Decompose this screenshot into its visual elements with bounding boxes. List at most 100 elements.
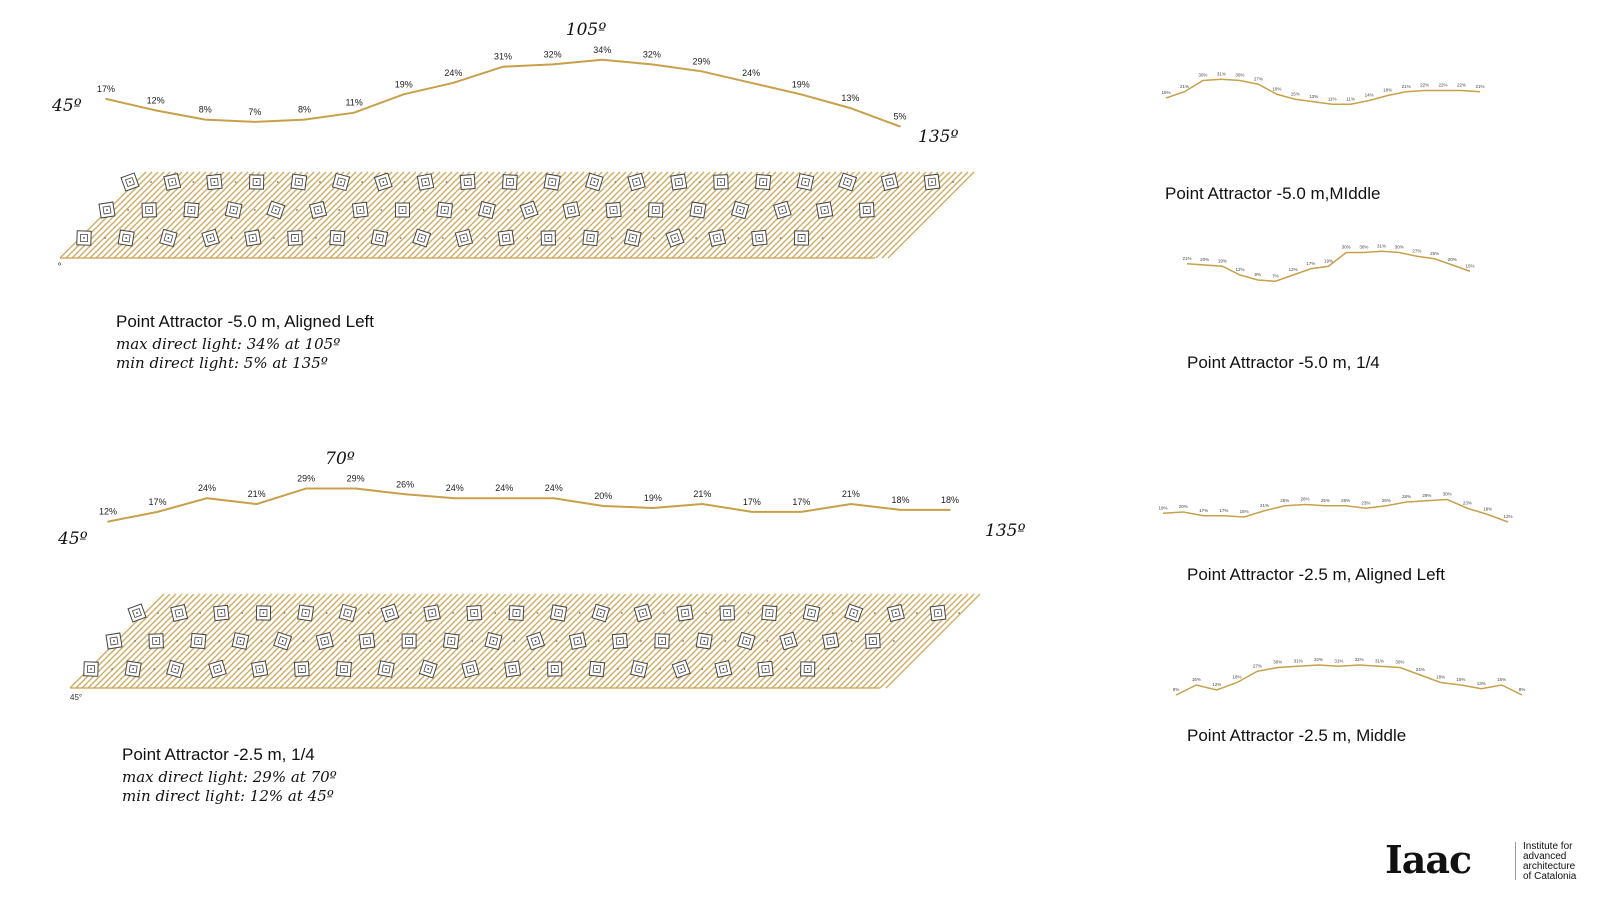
panel-dot bbox=[505, 237, 508, 239]
data-label: 8% bbox=[298, 105, 311, 115]
panel-dot bbox=[551, 181, 554, 183]
mini-data-label: 17% bbox=[1219, 508, 1228, 513]
panel bbox=[549, 604, 581, 622]
panel-dot bbox=[359, 209, 362, 211]
panel bbox=[297, 604, 328, 622]
panel bbox=[647, 202, 678, 218]
panel-inner bbox=[735, 205, 745, 215]
panel bbox=[568, 632, 600, 650]
panel-dot bbox=[473, 612, 476, 614]
grid-dot bbox=[574, 668, 577, 670]
grid-dot bbox=[617, 668, 619, 670]
panel bbox=[708, 229, 740, 247]
grid-dot bbox=[325, 612, 328, 614]
panel-dot bbox=[340, 181, 342, 183]
panel bbox=[838, 172, 870, 192]
grid-dot bbox=[218, 640, 221, 642]
panel-inner bbox=[524, 205, 535, 215]
grid-dot bbox=[464, 209, 467, 211]
panel-inner bbox=[459, 233, 469, 243]
panel-dot bbox=[136, 612, 138, 614]
panel-inner bbox=[765, 608, 774, 618]
panel-dot bbox=[336, 237, 339, 239]
panel bbox=[308, 200, 341, 220]
mini-chart-2: 21%20%19%12%8%7%12%17%19%30%30%31%30%27%… bbox=[1182, 243, 1475, 283]
panel bbox=[418, 659, 451, 679]
panel-dot bbox=[431, 612, 434, 614]
hatch-line bbox=[339, 593, 435, 689]
panel bbox=[713, 174, 743, 190]
panel-dot bbox=[800, 237, 803, 239]
hatch-line bbox=[869, 171, 957, 259]
grid-dot bbox=[230, 237, 233, 239]
mini-data-label: 32% bbox=[1314, 657, 1323, 662]
panel-inner bbox=[777, 205, 788, 215]
panel bbox=[159, 228, 191, 248]
panel-dot bbox=[888, 181, 891, 183]
panel-dot bbox=[382, 181, 385, 183]
grid-dot bbox=[591, 209, 594, 211]
hatch-line bbox=[161, 171, 249, 259]
grid-dot bbox=[153, 668, 156, 670]
grid-dot bbox=[321, 668, 324, 670]
mini-data-label: 30% bbox=[1443, 492, 1452, 497]
panel-inner bbox=[440, 205, 450, 215]
grid-dot bbox=[737, 237, 740, 239]
panel bbox=[821, 632, 853, 650]
mini-data-label: 30% bbox=[1342, 245, 1351, 250]
logo-text-line-1: Institute for bbox=[1523, 841, 1573, 852]
mini-chart-4-title: Point Attractor -2.5 m, Middle bbox=[1187, 726, 1407, 745]
mini-data-label: 25% bbox=[1280, 498, 1289, 503]
panel bbox=[582, 229, 613, 247]
panel-dot bbox=[251, 237, 254, 239]
hatch-line bbox=[173, 171, 261, 259]
hatch-line bbox=[837, 593, 933, 689]
mini-series-line bbox=[1186, 250, 1471, 283]
panel bbox=[695, 632, 727, 650]
data-point bbox=[750, 82, 752, 84]
panel-inner bbox=[362, 636, 372, 646]
mini-data-label: 15% bbox=[1291, 91, 1300, 96]
hatch-line bbox=[765, 593, 861, 689]
hatch-line bbox=[131, 171, 219, 259]
data-label: 24% bbox=[545, 483, 563, 493]
panel-dot bbox=[739, 209, 742, 211]
mini-data-label: 26% bbox=[1301, 497, 1310, 502]
panel-inner bbox=[848, 608, 859, 618]
hatch-line bbox=[461, 171, 549, 259]
data-point bbox=[107, 520, 109, 523]
data-point bbox=[651, 63, 653, 66]
panel-inner bbox=[109, 636, 119, 646]
mini-series-line bbox=[1175, 664, 1523, 696]
hatch-line bbox=[807, 593, 903, 689]
grid-dot bbox=[578, 612, 581, 614]
mini-data-label: 31% bbox=[1334, 658, 1343, 663]
panel-dot bbox=[557, 612, 560, 614]
panel-dot bbox=[661, 640, 663, 642]
grid-dot bbox=[199, 612, 202, 614]
panel-inner bbox=[167, 177, 177, 187]
panel-inner bbox=[741, 636, 752, 646]
panel-dot bbox=[781, 209, 784, 211]
hatch-line bbox=[593, 171, 681, 259]
panel-dot bbox=[232, 209, 235, 211]
panel-dot bbox=[595, 668, 598, 670]
logo-text-line-3: architecture bbox=[1523, 861, 1576, 872]
grid-dot bbox=[701, 668, 704, 670]
grid-dot bbox=[406, 668, 409, 670]
panel-inner bbox=[651, 205, 660, 215]
grid-dot bbox=[724, 640, 727, 642]
iaac-logo-text: Institute for advanced architecture of C… bbox=[1523, 842, 1576, 882]
panel-inner bbox=[252, 178, 261, 186]
hatch-line bbox=[723, 593, 819, 689]
panel-dot bbox=[641, 612, 644, 614]
mini-data-label: 20% bbox=[1448, 257, 1457, 262]
data-point bbox=[303, 118, 306, 121]
data-point bbox=[156, 511, 159, 513]
panel-dot bbox=[462, 237, 465, 239]
panel bbox=[757, 660, 788, 678]
panel-dot bbox=[631, 237, 634, 239]
data-label: 24% bbox=[444, 68, 462, 78]
grid-dot bbox=[652, 237, 655, 239]
